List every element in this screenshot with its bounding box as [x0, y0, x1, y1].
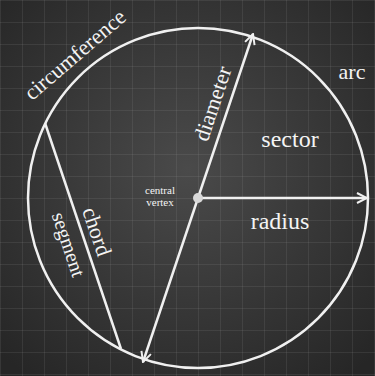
sector-label: sector	[261, 127, 318, 152]
circle-outline	[28, 28, 368, 368]
center-label: central vertex	[134, 185, 186, 208]
chord-line	[45, 123, 121, 349]
center-dot	[193, 193, 203, 203]
arc-label: arc	[339, 60, 366, 83]
radius-line	[198, 197, 367, 200]
radius-label: radius	[251, 209, 310, 234]
